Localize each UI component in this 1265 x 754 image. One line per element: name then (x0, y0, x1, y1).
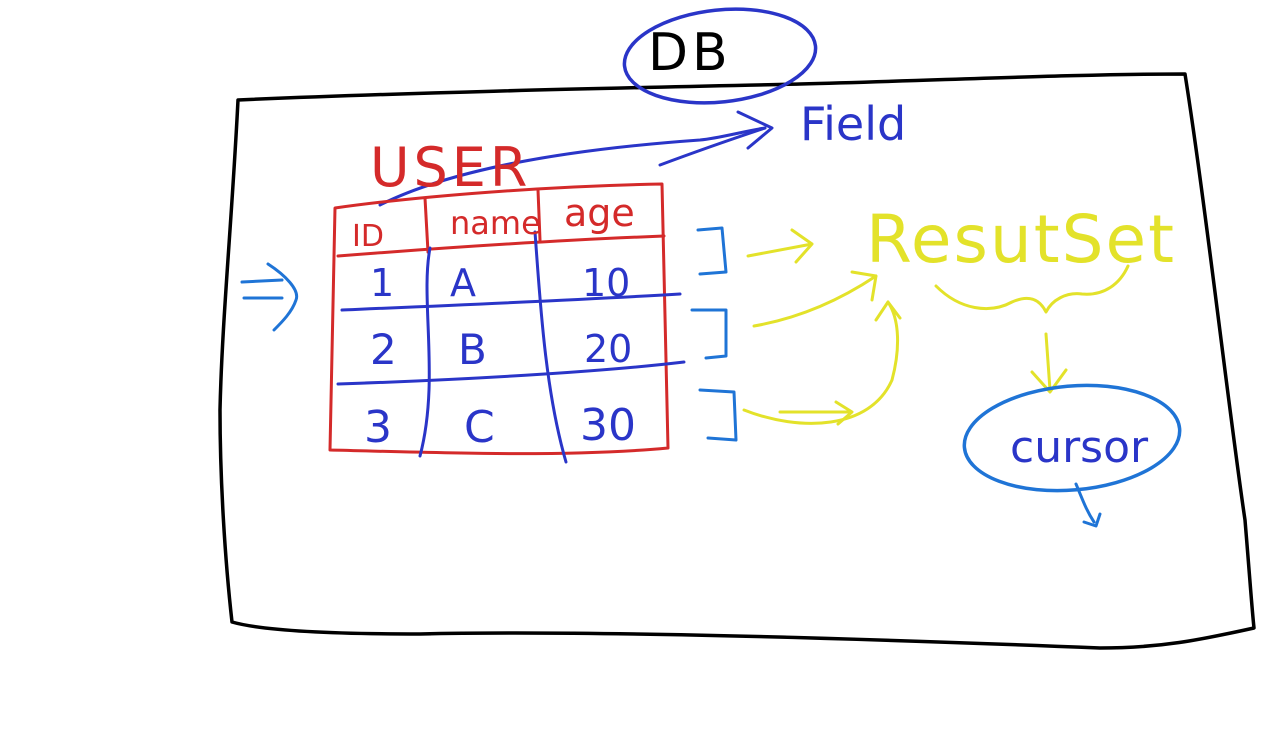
resultset-down-arrow (1030, 332, 1068, 394)
field-arrow (378, 126, 767, 207)
table-col-divider-2 (536, 188, 542, 242)
table-header-id: ID (352, 219, 384, 254)
diagram-frame (218, 72, 1256, 650)
db-ellipse (622, 7, 818, 105)
table-header-name: name (450, 204, 541, 242)
resultset-label: ResutSet (866, 201, 1176, 278)
db-label: DB (648, 23, 732, 83)
table-border (328, 182, 670, 456)
row-bracket-3 (698, 388, 738, 442)
resultset-brace (934, 264, 1130, 314)
resultset-arrow-2 (752, 270, 878, 328)
table-cell-r1-id: 1 (370, 261, 394, 305)
table-cell-r3-name: C (464, 402, 495, 453)
table-cell-r2-id: 2 (370, 325, 397, 374)
table-header-divider (336, 234, 666, 258)
table-cell-r3-age: 30 (580, 400, 636, 451)
row-pointer-arrow-icon (240, 262, 299, 332)
cursor-down-arrow (1074, 482, 1102, 528)
table-row-divider-1 (340, 292, 682, 312)
table-row-divider-2 (336, 360, 686, 386)
table-col-line-1 (418, 246, 432, 458)
row-bracket-2 (690, 308, 728, 360)
resultset-arrow-1 (746, 228, 814, 264)
table-col-line-2 (533, 230, 568, 464)
row-bracket-1 (696, 226, 728, 276)
cursor-ellipse (962, 383, 1182, 493)
table-cell-r1-age: 10 (582, 261, 630, 305)
field-arrow-line2 (658, 126, 767, 167)
cursor-label: cursor (1010, 422, 1149, 473)
field-arrow-head (736, 110, 774, 150)
table-cell-r2-age: 20 (584, 327, 632, 371)
table-cell-r1-name: A (450, 261, 476, 305)
table-cell-r3-id: 3 (364, 402, 392, 453)
table-header-age: age (564, 191, 635, 235)
resultset-arrow-3b (778, 400, 854, 426)
field-label: Field (800, 97, 906, 151)
table-cell-r2-name: B (458, 325, 487, 374)
resultset-arrow-3 (742, 300, 902, 425)
table-col-divider-1 (423, 196, 430, 254)
table-name: USER (370, 136, 531, 199)
